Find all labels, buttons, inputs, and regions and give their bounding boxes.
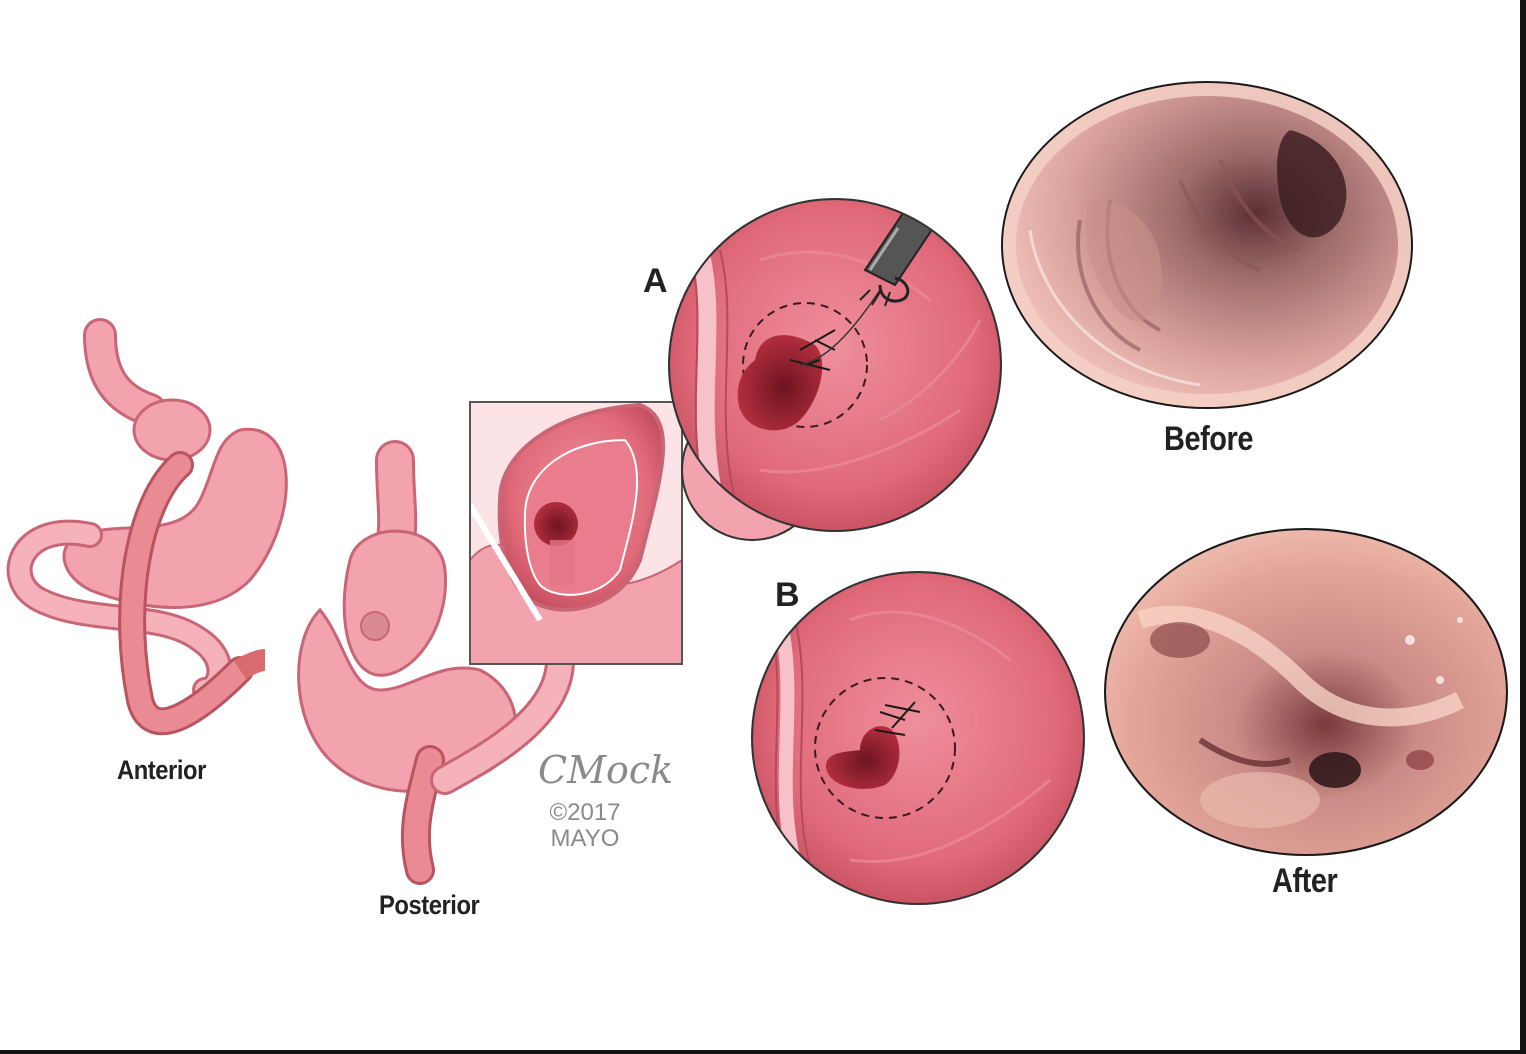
copyright-org: MAYO: [550, 825, 620, 852]
anterior-anatomy: [6, 318, 288, 736]
before-label: Before: [1164, 420, 1253, 458]
panel-a-label: A: [643, 262, 668, 300]
inset-box: [469, 401, 683, 665]
after-label: After: [1272, 862, 1338, 900]
artist-signature: CMock: [538, 748, 674, 792]
anterior-label: Anterior: [117, 755, 206, 785]
panel-b-label: B: [775, 576, 800, 614]
copyright-year: ©2017: [549, 799, 621, 826]
before-endoscopy-photo: [1001, 81, 1413, 409]
panel-b-endoscopic-view: [751, 571, 1085, 905]
posterior-label: Posterior: [379, 890, 480, 920]
after-endoscopy-photo: [1104, 528, 1508, 856]
posterior-anatomy: [297, 440, 642, 885]
panel-a-endoscopic-view: [668, 198, 1002, 541]
